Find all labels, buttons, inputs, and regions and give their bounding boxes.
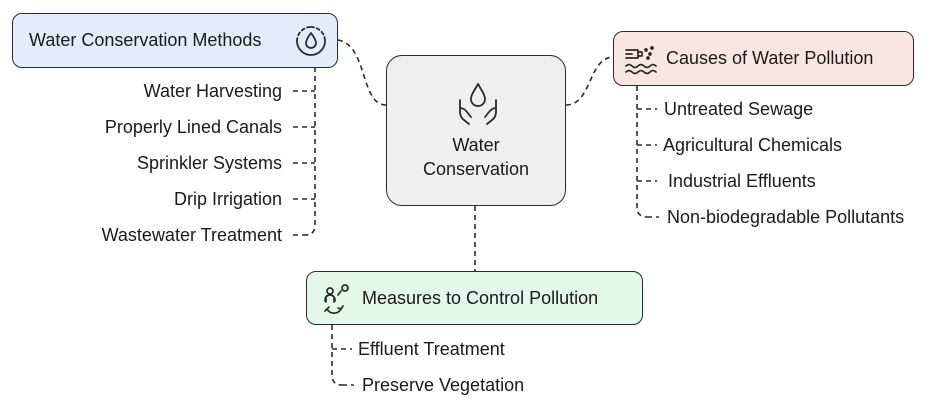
methods-item-water-harvesting: Water Harvesting	[143, 81, 282, 101]
methods-spine	[304, 67, 316, 236]
causes-title: Causes of Water Pollution	[666, 48, 874, 68]
center-title-line2: Conservation	[422, 159, 530, 179]
polluting-pipe-icon	[625, 46, 657, 75]
causes-item-non-biodegradable: Non-biodegradable Pollutants	[667, 207, 905, 227]
measures-title: Measures to Control Pollution	[362, 287, 599, 308]
center-title-line1: Water	[452, 135, 500, 155]
people-recycle-icon	[324, 284, 349, 314]
link-center-causes	[565, 56, 614, 106]
methods-item-drip-irrigation: Drip Irrigation	[173, 189, 282, 209]
causes-node[interactable]: Causes of Water Pollution	[613, 31, 914, 86]
measures-item-preserve-vegetation: Preserve Vegetation	[362, 375, 525, 395]
causes-item-industrial-effluents: Industrial Effluents	[668, 171, 816, 191]
water-drop-circle-icon	[296, 26, 326, 56]
water-drop-hands-icon	[459, 83, 497, 125]
causes-item-agricultural-chemicals: Agricultural Chemicals	[663, 135, 843, 155]
methods-item-wastewater: Wastewater Treatment	[101, 225, 282, 245]
causes-item-untreated-sewage: Untreated Sewage	[664, 99, 814, 119]
measures-node[interactable]: Measures to Control Pollution	[306, 271, 643, 325]
link-center-methods	[337, 39, 387, 106]
measures-item-effluent-treatment: Effluent Treatment	[358, 339, 505, 359]
causes-spine	[636, 86, 648, 218]
methods-node[interactable]: Water Conservation Methods	[12, 13, 338, 68]
methods-title: Water Conservation Methods	[29, 30, 262, 50]
center-node[interactable]: Water Conservation	[386, 55, 566, 206]
methods-item-sprinkler: Sprinkler Systems	[136, 153, 282, 173]
methods-item-lined-canals: Properly Lined Canals	[104, 117, 282, 137]
measures-spine	[331, 325, 343, 386]
